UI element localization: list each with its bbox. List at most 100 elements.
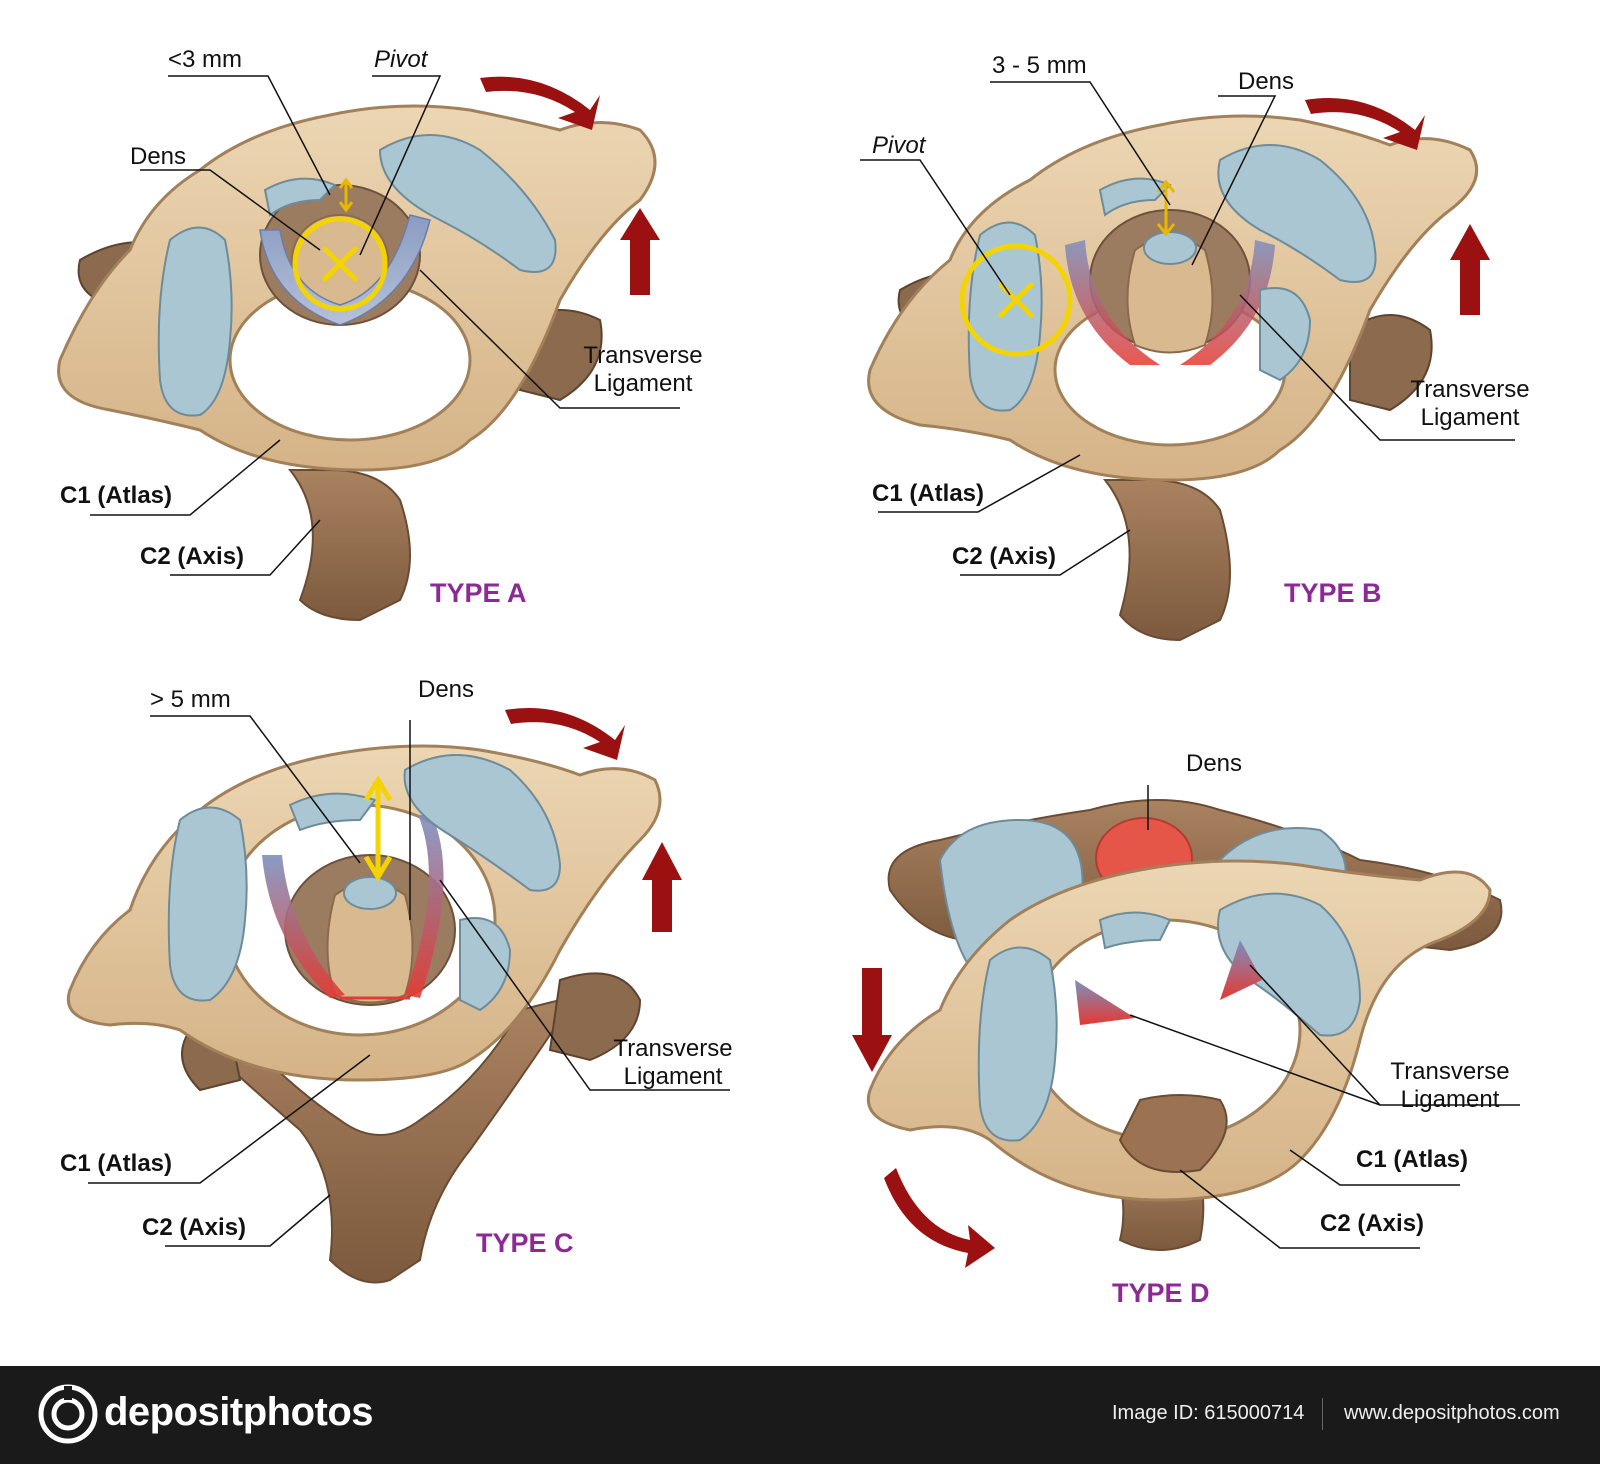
ligament-label: Transverse Ligament <box>1405 376 1535 432</box>
anterior-facet <box>288 792 377 832</box>
c2-right-process <box>548 972 642 1062</box>
c2-label: C2 (Axis) <box>140 543 245 570</box>
ligament-label-line2: Ligament <box>593 370 693 397</box>
c2-body-visible <box>1118 1094 1228 1173</box>
c1-label: C1 (Atlas) <box>872 480 985 507</box>
pivot-x-icon <box>322 246 358 282</box>
leader-ligament-b <box>1249 964 1381 1106</box>
gap-arrow-heads <box>363 775 393 882</box>
right-inferior-facet <box>1259 287 1312 382</box>
panel-type-b: 3 - 5 mm Dens Pivot Transverse Ligament … <box>800 0 1600 680</box>
pivot-circle <box>959 243 1073 357</box>
dens-articular-facet <box>1143 231 1197 265</box>
left-superior-facet <box>167 806 248 1002</box>
dens-label: Dens <box>1186 750 1243 777</box>
dens-articular-facet <box>343 876 397 910</box>
footer-bar: depositphotos Image ID: 615000714 www.de… <box>0 1366 1600 1464</box>
atlas-axis-illustration-b <box>860 81 1515 642</box>
downward-arrow-icon <box>852 968 892 1072</box>
anterior-facet <box>263 177 337 217</box>
measure-label: > 5 mm <box>150 686 231 713</box>
rotation-arrow-icon <box>1305 98 1425 150</box>
rotation-arrow-icon <box>505 708 625 760</box>
c2-label: C2 (Axis) <box>1320 1210 1425 1237</box>
torn-ligament-left <box>1075 980 1135 1025</box>
ligament-label: Transverse Ligament <box>608 1035 738 1091</box>
pivot-circle <box>292 216 388 312</box>
type-label: TYPE A <box>430 578 527 608</box>
torn-ligament-left <box>262 855 345 998</box>
right-inferior-facet <box>459 917 512 1012</box>
footer-divider <box>1322 1398 1323 1430</box>
transverse-ligament-left <box>1065 240 1160 365</box>
leader-measure <box>150 715 361 864</box>
upward-arrow-icon <box>642 842 682 932</box>
leader-pivot <box>359 75 442 256</box>
left-superior-facet <box>967 221 1043 412</box>
panel-type-a: <3 mm Pivot Dens Transverse Ligament C1 … <box>0 0 800 680</box>
c2-spinous-process <box>287 469 411 622</box>
pivot-label: Pivot <box>872 132 926 159</box>
ligament-label-line1: Transverse <box>1390 1058 1510 1085</box>
left-superior-facet <box>157 226 233 417</box>
measure-label: <3 mm <box>168 46 243 73</box>
c2-right-process <box>1349 314 1433 412</box>
c2-label: C2 (Axis) <box>952 543 1057 570</box>
gap-arrow-heads <box>1156 179 1176 237</box>
right-superior-facet <box>378 134 557 273</box>
leader-c2 <box>1179 1169 1420 1249</box>
ligament-label-line2: Ligament <box>1400 1086 1500 1113</box>
dens-label: Dens <box>1238 68 1295 95</box>
image-id-text: Image ID: 615000714 <box>1112 1402 1305 1424</box>
atlas-axis-illustration-d <box>852 785 1520 1268</box>
c1-label: C1 (Atlas) <box>60 482 173 509</box>
leader-dens <box>1191 95 1277 266</box>
leader-c1 <box>878 454 1081 513</box>
leader-c2 <box>170 519 321 576</box>
c1-label: C1 (Atlas) <box>1356 1146 1469 1173</box>
leader-c2 <box>165 1194 331 1247</box>
anterior-facet <box>1098 911 1172 950</box>
left-superior-facet <box>977 946 1058 1142</box>
type-label: TYPE B <box>1284 578 1382 608</box>
dens-label: Dens <box>130 143 187 170</box>
brand-name[interactable]: depositphotos <box>104 1390 374 1434</box>
measure-label: 3 - 5 mm <box>992 52 1087 79</box>
gap-arrow-heads <box>338 177 354 213</box>
leader-measure <box>990 81 1171 206</box>
leader-c1 <box>1289 1149 1460 1186</box>
leader-c1 <box>90 439 281 516</box>
type-label: TYPE D <box>1112 1278 1210 1308</box>
transverse-ligament <box>259 214 431 326</box>
torn-ligament-right <box>1220 940 1262 1000</box>
leader-pivot <box>860 159 1011 296</box>
leader-ligament <box>439 879 730 1091</box>
upward-arrow-icon <box>620 208 660 295</box>
panel-type-c: > 5 mm Dens Transverse Ligament C1 (Atla… <box>0 676 800 1360</box>
right-superior-facet <box>1217 144 1377 283</box>
right-superior-facet <box>403 754 562 892</box>
leader-ligament <box>419 269 680 409</box>
ligament-label: Transverse Ligament <box>1385 1058 1515 1114</box>
atlas-axis-illustration-c <box>67 708 730 1284</box>
c2-label: C2 (Axis) <box>142 1214 247 1241</box>
ligament-label-line2: Ligament <box>1420 404 1520 431</box>
panel-type-d: Dens Transverse Ligament C1 (Atlas) C2 (… <box>800 680 1600 1360</box>
ligament-label-line1: Transverse <box>613 1035 733 1062</box>
leader-measure <box>168 75 331 196</box>
site-url-link[interactable]: www.depositphotos.com <box>1344 1402 1560 1424</box>
upward-arrow-icon <box>1450 224 1490 315</box>
rotation-arrow-icon <box>884 1168 995 1268</box>
transverse-ligament-right <box>1180 240 1275 365</box>
c2-spinous-process <box>1102 479 1231 642</box>
ligament-label: Transverse Ligament <box>578 342 708 398</box>
ligament-label-line1: Transverse <box>1410 376 1530 403</box>
dens-label: Dens <box>418 676 475 703</box>
leader-ligament <box>1239 294 1515 441</box>
leader-dens <box>140 169 321 251</box>
depositphotos-logo-icon <box>38 1384 98 1444</box>
leader-c1 <box>88 1054 371 1184</box>
ligament-label-line2: Ligament <box>623 1063 723 1090</box>
atlas-axis-illustration-a <box>57 75 680 622</box>
torn-ligament-right <box>405 815 444 998</box>
